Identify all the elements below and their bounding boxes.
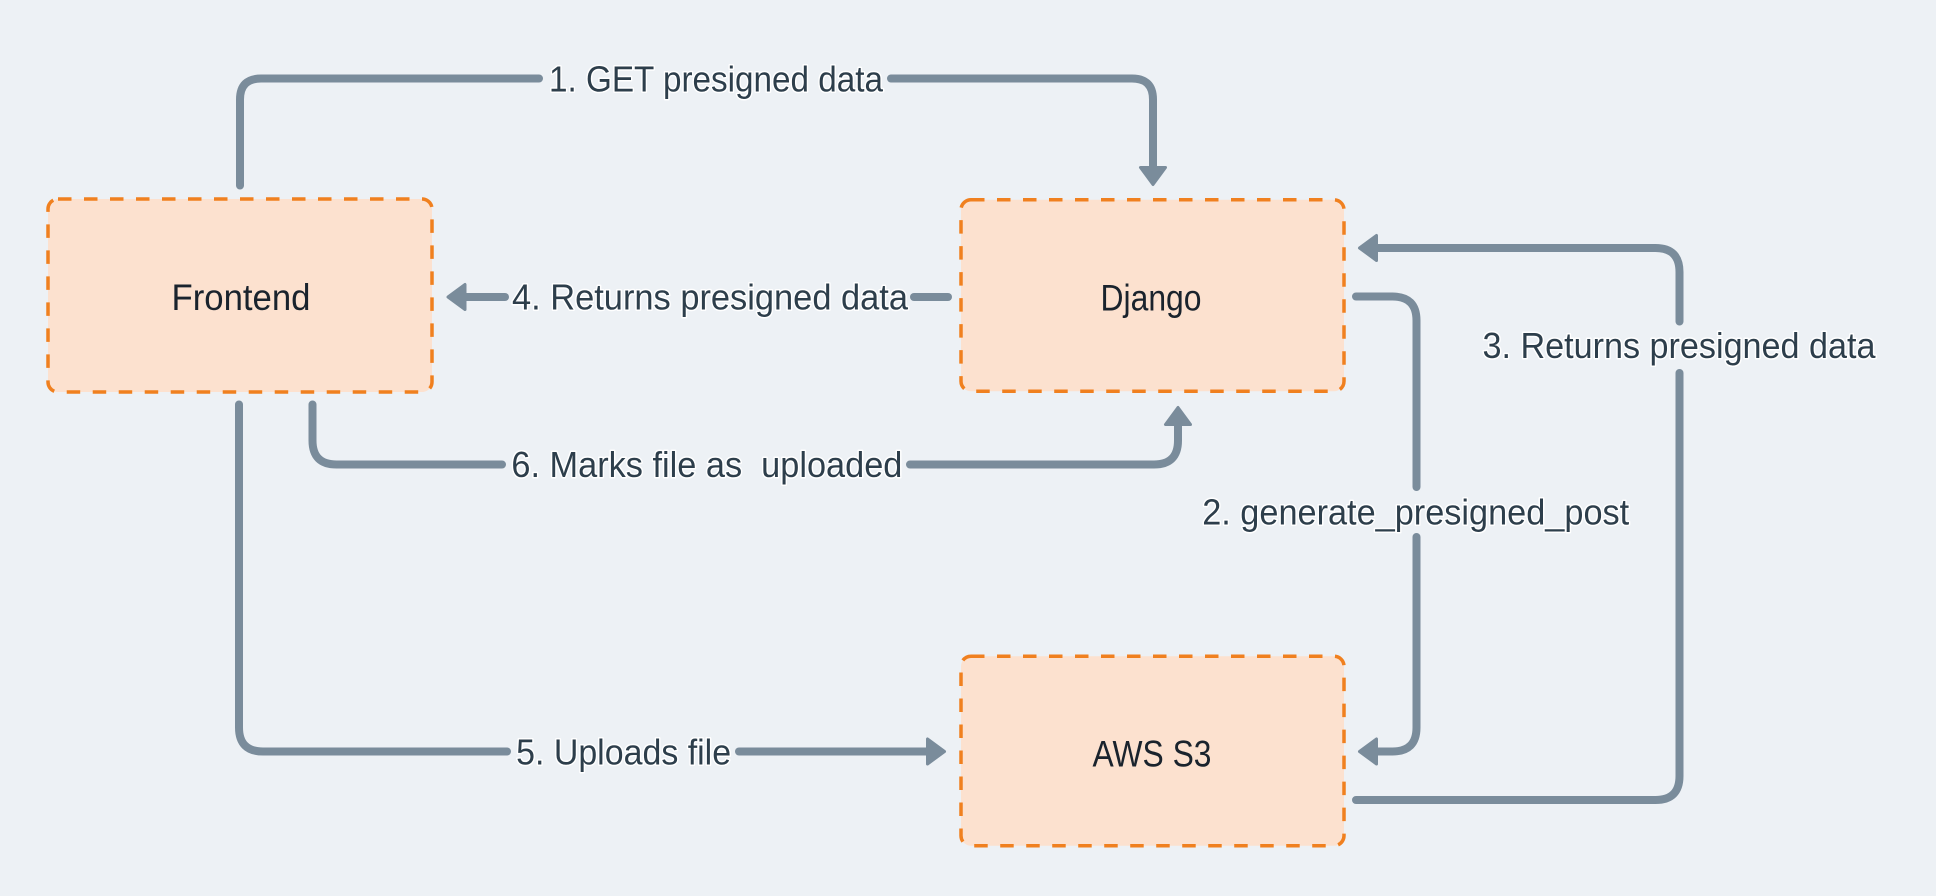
svg-text:Frontend: Frontend [172, 277, 311, 318]
svg-text:2. generate_presigned_post: 2. generate_presigned_post [1202, 492, 1629, 533]
svg-text:5. Uploads file: 5. Uploads file [516, 732, 731, 773]
svg-text:4. Returns presigned data: 4. Returns presigned data [512, 277, 909, 318]
svg-text:AWS S3: AWS S3 [1093, 734, 1212, 775]
svg-text:Django: Django [1101, 277, 1202, 318]
svg-text:6. Marks file as uploaded: 6. Marks file as uploaded [511, 444, 902, 485]
svg-text:1. GET presigned data: 1. GET presigned data [549, 59, 884, 100]
svg-text:3. Returns presigned data: 3. Returns presigned data [1483, 325, 1877, 366]
